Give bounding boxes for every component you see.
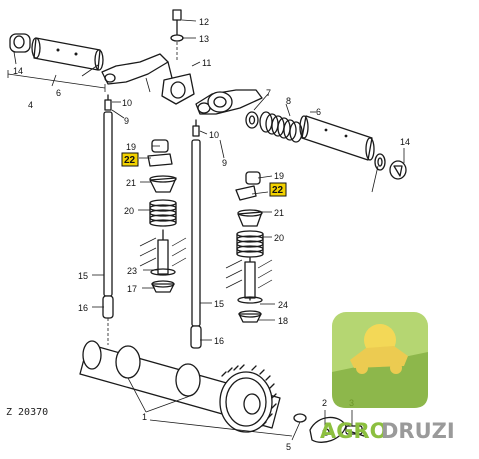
spring-left — [149, 199, 177, 227]
figure-code: Z 20370 — [6, 407, 48, 418]
callout-10-right: 10 — [209, 130, 219, 140]
callout-17: 17 — [127, 284, 137, 294]
watermark-text-gray: DRUZI — [381, 419, 455, 443]
bolt — [345, 425, 365, 437]
valve-left — [139, 229, 187, 293]
snap-ring — [374, 153, 386, 171]
callout-13: 13 — [199, 34, 209, 44]
callout-2: 2 — [322, 398, 327, 408]
callout-9-right: 9 — [222, 158, 227, 168]
rocker-spacer-spring — [259, 111, 303, 143]
callout-20-left: 20 — [124, 206, 134, 216]
callout-9-left: 9 — [124, 116, 129, 126]
callout-22-right: 22 — [272, 185, 284, 196]
callout-4: 4 — [28, 100, 33, 110]
callout-22-left: 22 — [124, 155, 136, 166]
callout-24: 24 — [278, 300, 288, 310]
callout-16-left: 16 — [78, 303, 88, 313]
valve-right — [225, 257, 273, 323]
callout-23: 23 — [127, 266, 137, 276]
right-rocker-shaft — [299, 115, 375, 161]
leader-lines — [13, 19, 405, 441]
valve-cap-right — [235, 171, 261, 201]
callout-19-left: 19 — [126, 142, 136, 152]
callout-8: 8 — [286, 96, 291, 106]
left-push-rod — [102, 94, 114, 345]
camshaft — [79, 340, 307, 433]
adjusting-screw — [170, 9, 184, 60]
agrodruzi-logo — [332, 312, 428, 408]
callout-10-left: 10 — [122, 98, 132, 108]
centre-push-rod — [190, 119, 202, 349]
callout-6-right: 6 — [316, 107, 321, 117]
retainer-left — [149, 175, 177, 193]
callout-14-left: 14 — [13, 66, 23, 76]
thrust-plate — [309, 416, 347, 443]
valve-cap-left — [147, 139, 173, 167]
watermark-text-green: AGRO — [320, 419, 388, 443]
rocker-arm-right — [195, 89, 263, 115]
callout-19-right: 19 — [274, 171, 284, 181]
shaft-plug-right — [389, 160, 407, 180]
callout-16-right: 16 — [214, 336, 224, 346]
callout-12: 12 — [199, 17, 209, 27]
highlight-box-22-right — [269, 182, 287, 197]
callout-14-right: 14 — [400, 137, 410, 147]
callout-21-right: 21 — [274, 208, 284, 218]
left-rocker-shaft — [7, 33, 106, 92]
spring-right — [236, 230, 264, 258]
highlight-box-22-left — [121, 152, 139, 167]
callout-11: 11 — [202, 58, 211, 68]
retainer-right — [237, 209, 263, 227]
callout-18: 18 — [278, 316, 288, 326]
callout-21-left: 21 — [126, 178, 136, 188]
callout-5: 5 — [286, 442, 291, 452]
callout-15-left: 15 — [78, 271, 88, 281]
callout-6-left: 6 — [56, 88, 61, 98]
callout-20-right: 20 — [274, 233, 284, 243]
rocker-arm-upper — [101, 53, 195, 105]
callout-7-upper: 7 — [266, 88, 271, 98]
callout-1: 1 — [142, 412, 147, 422]
callout-15-right: 15 — [214, 299, 224, 309]
washer-upper — [245, 111, 259, 129]
